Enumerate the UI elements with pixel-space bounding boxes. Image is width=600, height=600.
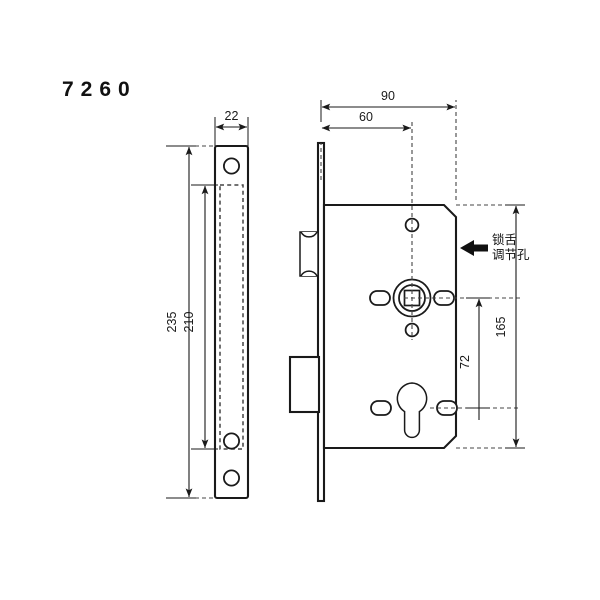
latch-bolt-notch-bottom bbox=[300, 270, 318, 277]
callout-label-line2: 调节孔 bbox=[492, 247, 530, 262]
dimension-body-total-width: 90 bbox=[320, 89, 455, 122]
callout-latch-adjust-hole: 锁舌 调节孔 bbox=[460, 232, 530, 262]
dimension-faceplate-width: 22 bbox=[214, 109, 249, 146]
dimension-label-body-backset: 60 bbox=[359, 110, 373, 124]
spindle-fixing-slot-right bbox=[433, 290, 455, 306]
faceplate-front-view: 22 235 210 bbox=[165, 109, 250, 500]
lower-pin-hole bbox=[404, 322, 420, 338]
spindle-fixing-slot-left bbox=[369, 290, 391, 306]
dimension-faceplate-total-height: 235 bbox=[165, 145, 213, 499]
cylinder-fixing-slot-left bbox=[370, 400, 392, 416]
dimension-label-body-total-width: 90 bbox=[381, 89, 395, 103]
dimension-spindle-to-cylinder: 72 bbox=[458, 297, 490, 420]
dimension-label-faceplate-inner-height: 210 bbox=[182, 312, 196, 333]
lockbody-case-outline bbox=[322, 203, 458, 450]
faceplate-screw-hole-bottom bbox=[222, 469, 240, 487]
latch-bolt bbox=[299, 231, 319, 277]
lock-body-side-view: 90 60 165 72 锁舌 调节孔 bbox=[288, 89, 530, 503]
dimension-label-body-total-height: 165 bbox=[494, 317, 508, 338]
dimension-faceplate-inner-height: 210 bbox=[182, 184, 218, 450]
faceplate-outline bbox=[213, 144, 250, 500]
dimension-body-total-height: 165 bbox=[494, 204, 525, 449]
left-arrow-icon bbox=[460, 240, 488, 256]
callout-label-line1: 锁舌 bbox=[492, 232, 517, 247]
faceplate-inner-dashed-plate bbox=[219, 184, 244, 450]
faceplate-screw-hole-middle bbox=[222, 432, 240, 450]
dimension-label-faceplate-total-height: 235 bbox=[165, 312, 179, 333]
dimension-label-faceplate-width: 22 bbox=[225, 109, 239, 123]
latch-bolt-notch-top bbox=[300, 231, 318, 238]
page-title: 7260 bbox=[62, 78, 137, 101]
dimension-body-backset: 60 bbox=[321, 110, 411, 132]
faceplate-screw-hole-top bbox=[222, 157, 240, 175]
dimension-label-spindle-to-cylinder: 72 bbox=[458, 355, 472, 369]
dead-bolt bbox=[288, 355, 321, 414]
latch-adjust-hole bbox=[404, 217, 420, 233]
euro-cylinder-keyhole bbox=[396, 382, 428, 439]
